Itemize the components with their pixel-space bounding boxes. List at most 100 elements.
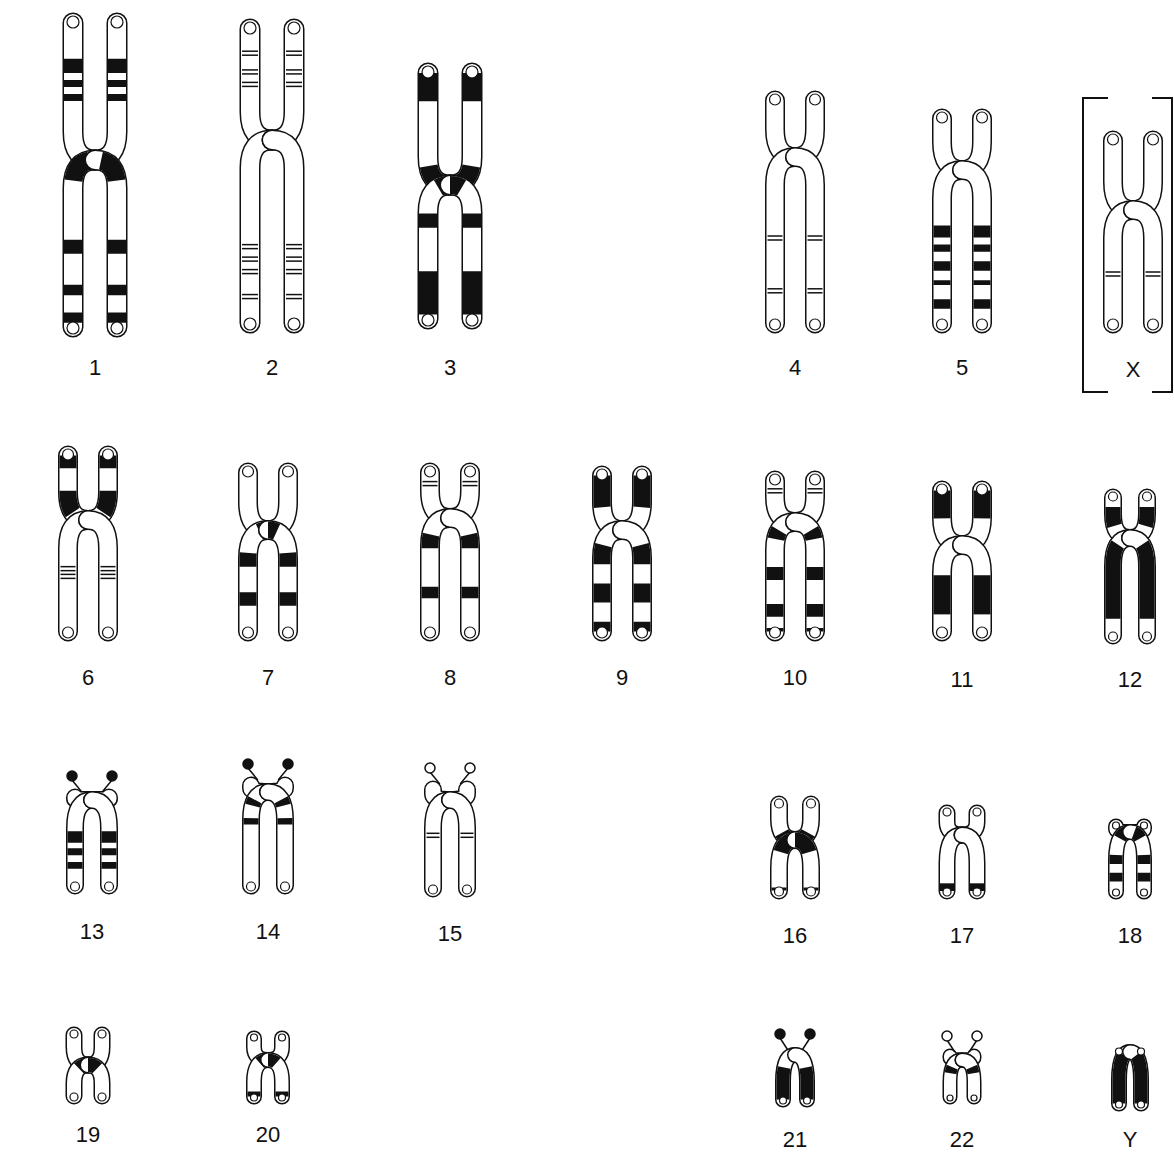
chromosome-band [947, 835, 962, 891]
chromatid [1113, 538, 1130, 636]
telomere [943, 808, 951, 816]
band-line [286, 260, 302, 262]
satellite [67, 771, 77, 781]
chromosome-pair [243, 759, 293, 891]
chromatid [962, 545, 982, 632]
chromatid-outline [450, 73, 472, 185]
chromatid-outline [947, 835, 962, 891]
chromatid [962, 1060, 974, 1097]
band-line [423, 485, 438, 487]
band-line [808, 492, 823, 494]
chromatid-outline [1130, 538, 1147, 636]
band-line [286, 86, 302, 88]
telomere [466, 314, 478, 326]
chromosome-pair [1109, 492, 1152, 641]
chromosome-band [450, 185, 472, 319]
chromatid-outline [73, 160, 95, 327]
chromatid [433, 800, 450, 889]
telomere [70, 1030, 78, 1038]
band-line [808, 235, 823, 237]
chromatid [962, 170, 982, 324]
chromatid-outline [942, 545, 962, 632]
chromosome-band [795, 522, 815, 632]
band-line [286, 50, 302, 52]
telomere [1109, 632, 1118, 641]
telomere [977, 484, 988, 495]
chromosome-number: 13 [80, 921, 104, 943]
chromosome-number: 20 [256, 1124, 280, 1146]
band-line [463, 481, 478, 483]
band-line [1146, 271, 1161, 273]
chromatid-outline [268, 1060, 282, 1097]
chromosome-band [268, 1060, 282, 1097]
chromatid-outline [250, 140, 272, 323]
band-line [768, 288, 783, 290]
chromatid [248, 530, 268, 632]
telomere [1138, 1101, 1145, 1108]
chromosome-pair [1116, 1048, 1145, 1108]
chromatid-outline [795, 840, 811, 891]
telomere [937, 112, 948, 123]
band-line [808, 292, 823, 294]
telomere [810, 474, 821, 485]
chromosome-band [1130, 538, 1147, 636]
chromatid [1113, 210, 1133, 324]
band-line [242, 73, 258, 75]
telomere [63, 627, 74, 638]
telomere [977, 319, 988, 330]
chromatid-outline [962, 835, 977, 891]
chromosome-band [962, 545, 982, 632]
chromatid [68, 520, 88, 632]
chromatid-outline [73, 23, 95, 160]
chromosome-pair [67, 16, 123, 334]
chromosome-pair [423, 466, 478, 638]
telomere [947, 1095, 953, 1101]
band-line [768, 235, 783, 237]
chromatid [1130, 538, 1147, 636]
telomere [67, 16, 79, 28]
chromatid [268, 792, 285, 886]
chromatid-outline [428, 185, 450, 319]
band-line [242, 69, 258, 71]
telomere [937, 484, 948, 495]
telomere [943, 888, 951, 896]
telomere [67, 322, 79, 334]
telomere [111, 322, 123, 334]
telomere [422, 314, 434, 326]
chromatid [251, 792, 268, 886]
band-line [242, 82, 258, 84]
telomere [1141, 889, 1148, 896]
chromatid [942, 170, 962, 324]
satellite [425, 763, 435, 773]
telomere [98, 1093, 106, 1101]
telomere [937, 319, 948, 330]
chromatid-outline [433, 800, 450, 889]
chromosome-pair [1113, 822, 1148, 896]
chromatid-outline [430, 518, 450, 632]
telomere [775, 887, 784, 896]
chromatid [622, 530, 642, 632]
chromosome-number: 6 [82, 667, 94, 689]
band-line [286, 298, 302, 300]
telomere [597, 627, 608, 638]
band-line [286, 69, 302, 71]
band-line [61, 566, 76, 568]
satellite [243, 759, 253, 769]
telomere [465, 466, 476, 477]
chromatid-outline [1130, 832, 1144, 892]
chromosome-pair [775, 1029, 815, 1104]
chromatid [73, 23, 95, 160]
telomere [288, 22, 300, 34]
telomere [1148, 319, 1159, 330]
chromatid [1133, 141, 1153, 211]
chromosome-pair [775, 799, 816, 896]
chromosome-pair [1106, 134, 1161, 330]
telomere [973, 888, 981, 896]
telomere [1143, 632, 1152, 641]
band-line [286, 82, 302, 84]
telomere [251, 1094, 258, 1101]
telomere [637, 469, 648, 480]
chromosome-number: Y [1123, 1129, 1138, 1151]
band-line [427, 837, 440, 839]
band-line [242, 54, 258, 56]
